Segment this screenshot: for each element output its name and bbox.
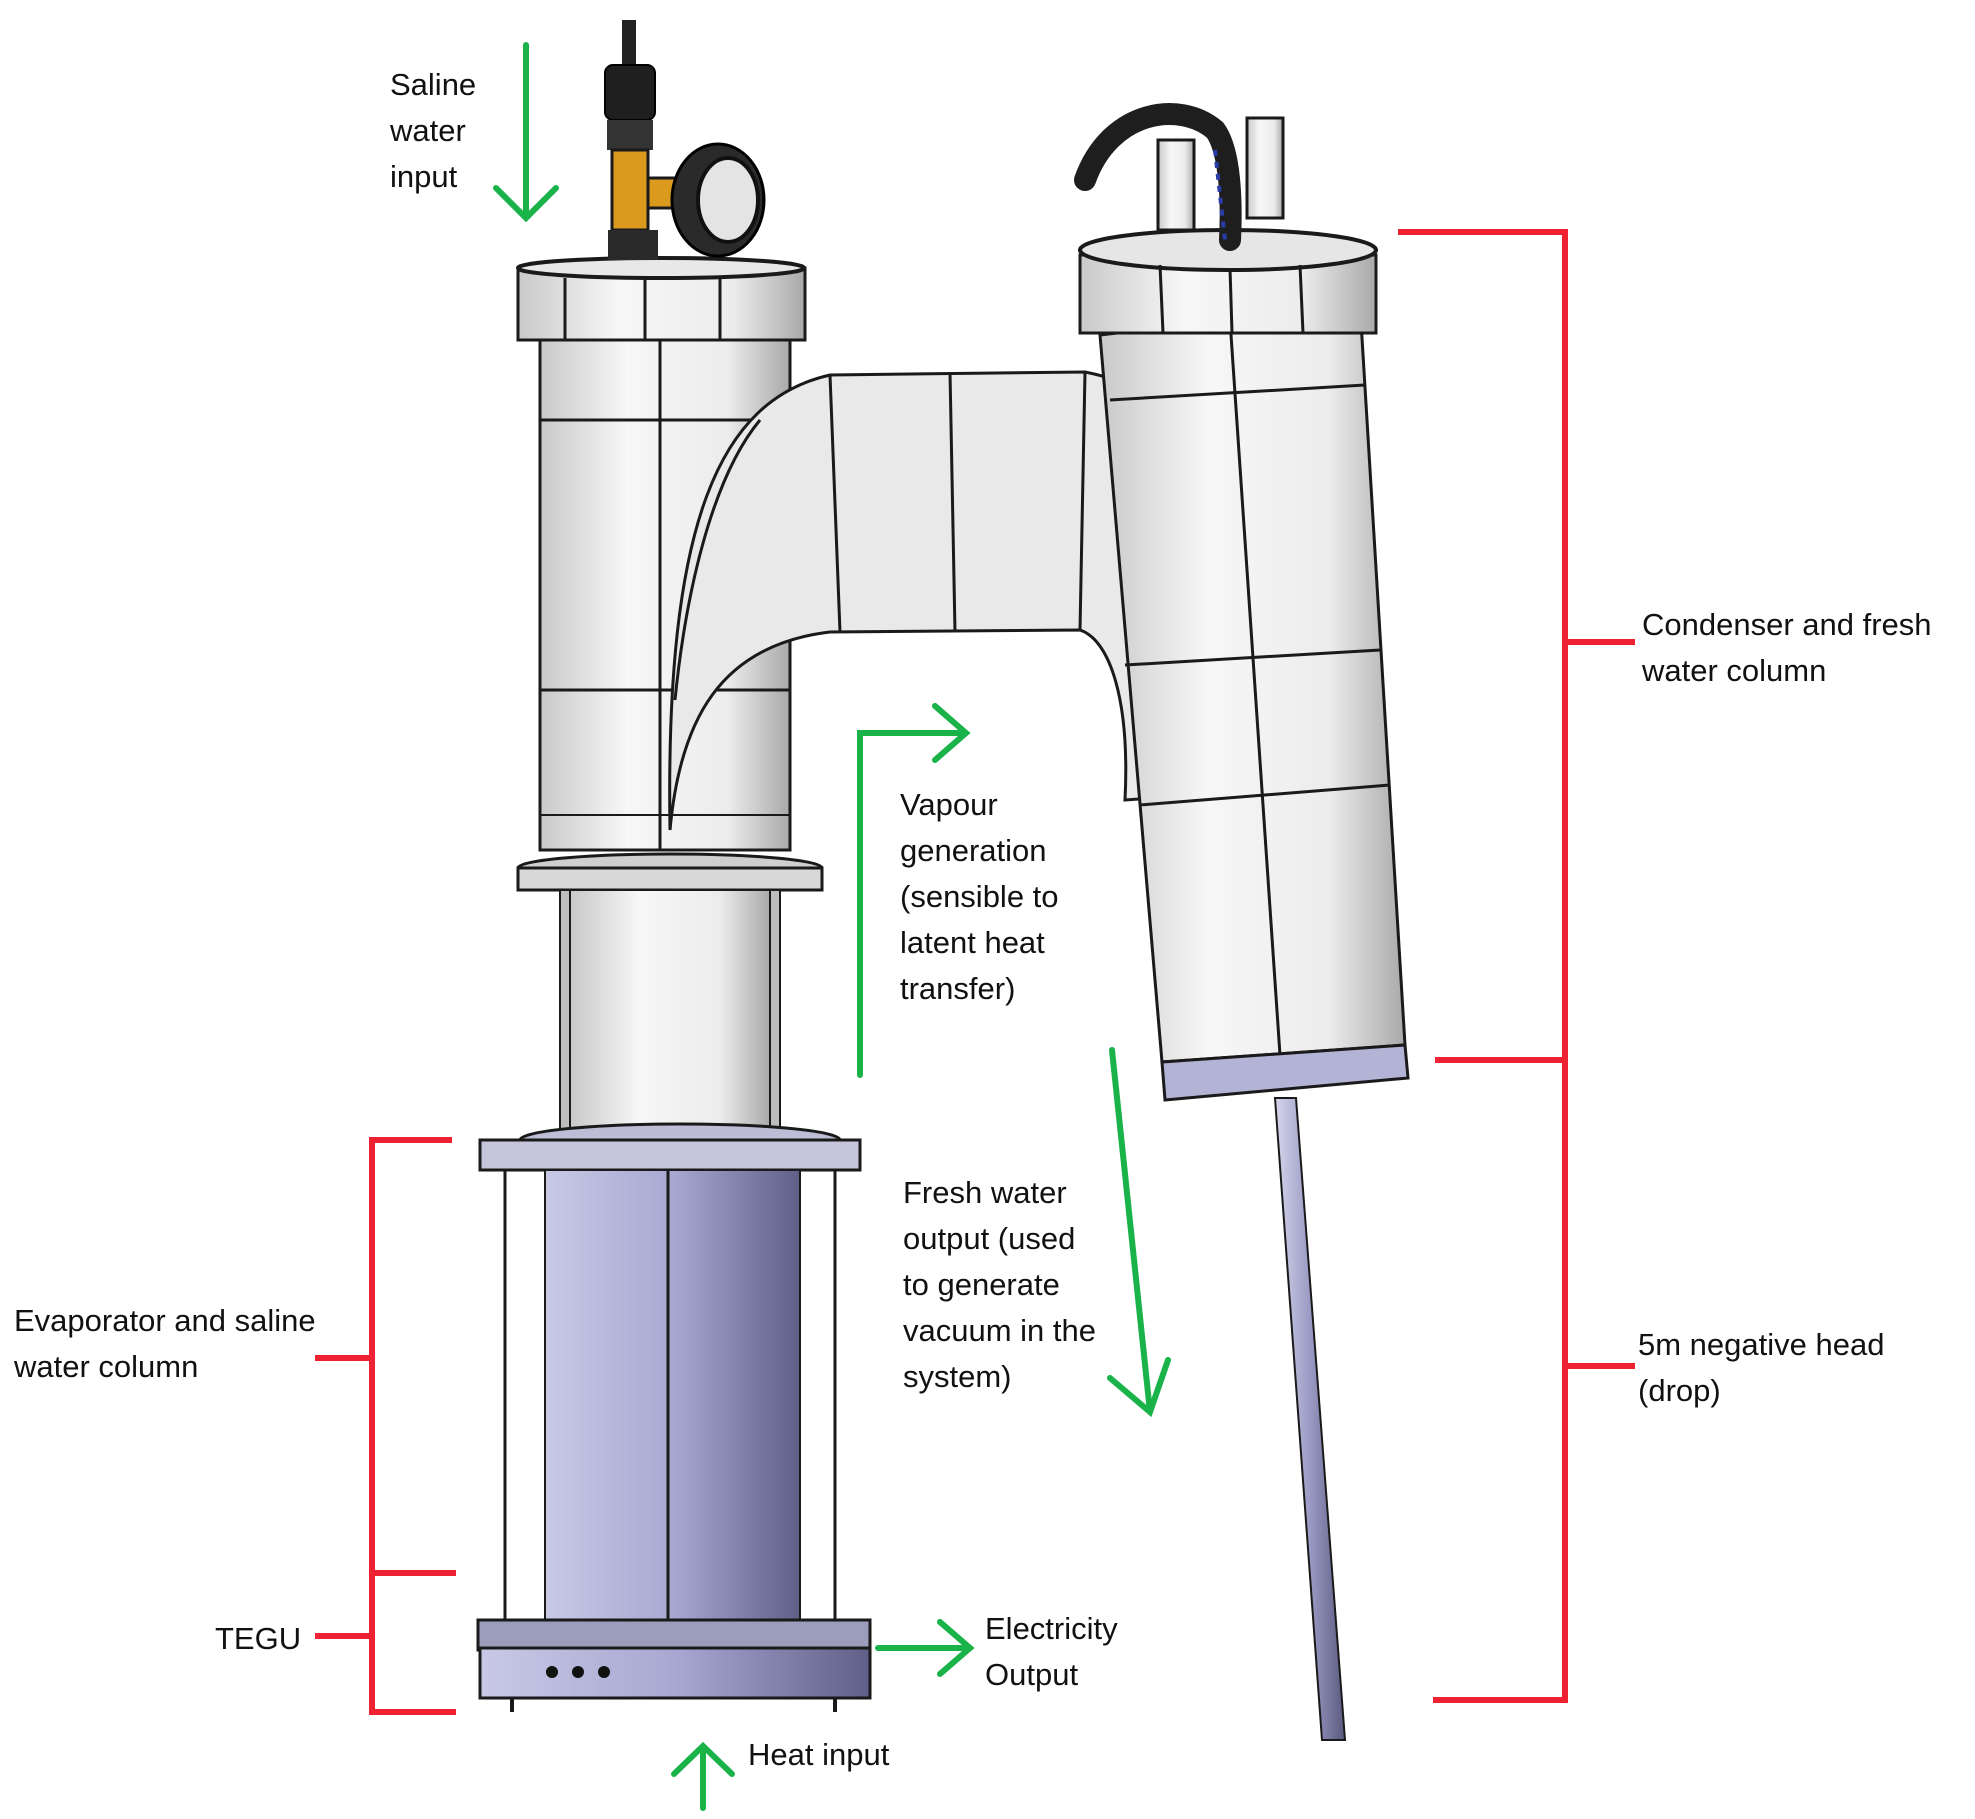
fresh-water-arrow-icon xyxy=(1107,1047,1171,1418)
evaporator-column-label: Evaporator and saline water column xyxy=(14,1303,316,1384)
electricity-output-arrow-icon xyxy=(875,1619,975,1677)
heat-input-arrow-icon xyxy=(671,1741,735,1811)
condenser-column xyxy=(1098,303,1410,1102)
saline-input-label: Saline water input xyxy=(390,67,477,194)
vapour-arrow-icon xyxy=(857,703,971,1078)
evaporator-mid-flange xyxy=(516,852,824,1141)
tegu-base xyxy=(476,1618,872,1712)
condenser-bracket xyxy=(1398,229,1635,1703)
negative-head-label: 5m negative head (drop) xyxy=(1638,1327,1885,1408)
outlet-tube xyxy=(1273,1097,1347,1741)
evaporator-column xyxy=(503,1169,837,1621)
valve-icon xyxy=(604,20,680,260)
heat-input-label: Heat input xyxy=(748,1737,890,1772)
tegu-label: TEGU xyxy=(215,1621,302,1656)
condenser-hose-icon xyxy=(1074,103,1285,251)
evaporator-top-cap xyxy=(516,256,807,342)
gauge-icon xyxy=(670,142,766,258)
condenser-column-label: Condenser and fresh water column xyxy=(1642,607,1932,688)
electricity-output-label: Electricity Output xyxy=(985,1611,1118,1692)
evaporator-bracket xyxy=(315,1137,456,1715)
vapour-generation-label: Vapour generation (sensible to latent he… xyxy=(900,787,1059,1006)
fresh-water-output-label: Fresh water output (used to generate vac… xyxy=(903,1175,1096,1394)
saline-input-arrow-icon xyxy=(493,42,559,223)
evaporator-lower-flange xyxy=(478,1122,862,1172)
